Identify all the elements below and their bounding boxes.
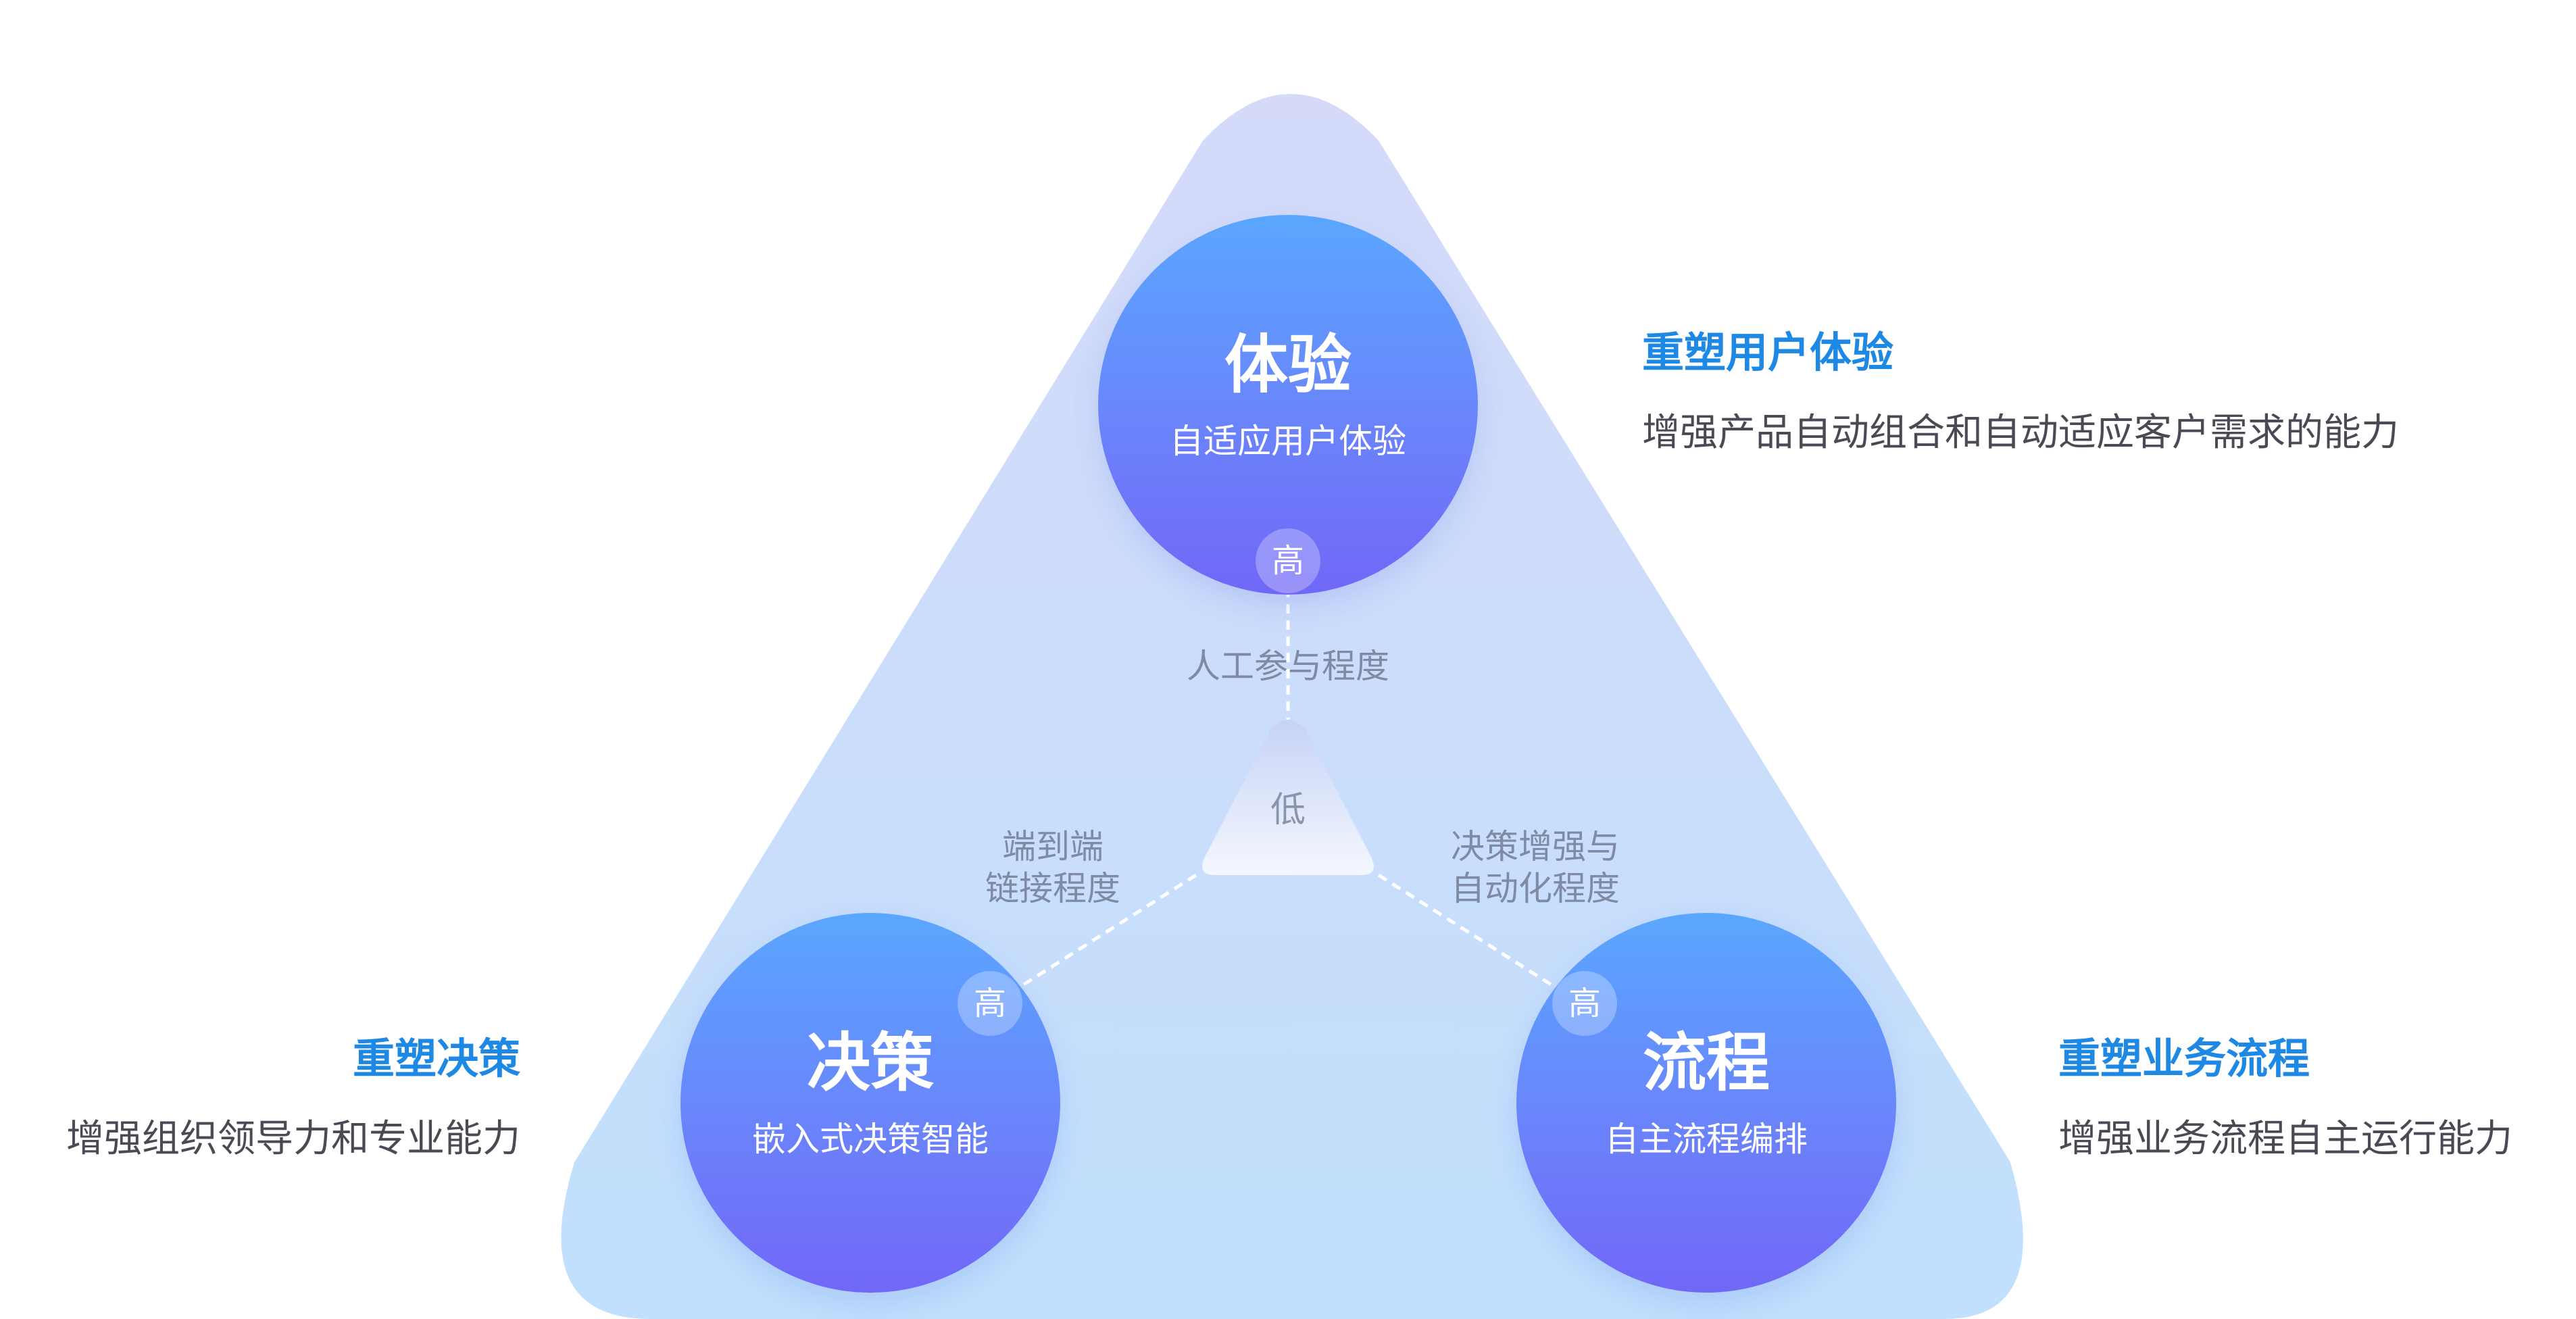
axis-label-end-to-end-line2: 链接程度 bbox=[985, 869, 1120, 908]
axis-label-decision-automation: 决策增强与 自动化程度 bbox=[1420, 826, 1650, 910]
center-low-label: 低 bbox=[1270, 790, 1306, 830]
node-process: 流程 自主流程编排 bbox=[1516, 913, 1896, 1293]
axis-label-end-to-end: 端到端 链接程度 bbox=[938, 826, 1168, 910]
node-experience-title: 体验 bbox=[1224, 328, 1352, 402]
annotation-decision-title: 重塑决策 bbox=[352, 1034, 520, 1083]
axis-label-decision-automation-line1: 决策增强与 bbox=[1451, 827, 1620, 866]
node-decision: 决策 嵌入式决策智能 bbox=[680, 913, 1060, 1293]
annotation-experience-title: 重塑用户体验 bbox=[1642, 328, 1894, 377]
node-process-subtitle: 自主流程编排 bbox=[1605, 1120, 1808, 1159]
node-decision-title: 决策 bbox=[806, 1026, 934, 1100]
axis-line-left bbox=[1019, 873, 1197, 989]
axis-label-decision-automation-line2: 自动化程度 bbox=[1451, 869, 1620, 908]
node-decision-badge: 高 bbox=[958, 971, 1022, 1036]
node-decision-subtitle: 嵌入式决策智能 bbox=[752, 1120, 989, 1159]
annotation-decision-desc: 增强组织领导力和专业能力 bbox=[66, 1117, 520, 1161]
node-process-badge: 高 bbox=[1552, 971, 1617, 1036]
node-experience: 体验 自适应用户体验 bbox=[1098, 215, 1478, 595]
axis-line-right bbox=[1377, 873, 1556, 989]
annotation-process-title: 重塑业务流程 bbox=[2058, 1034, 2310, 1083]
annotation-process: 重塑业务流程 增强业务流程自主运行能力 bbox=[2058, 1034, 2512, 1162]
axis-label-end-to-end-line1: 端到端 bbox=[1002, 827, 1104, 866]
annotation-decision: 重塑决策 增强组织领导力和专业能力 bbox=[0, 1034, 520, 1162]
center-triangle bbox=[1202, 720, 1374, 875]
axis-label-human-participation: 人工参与程度 bbox=[1187, 647, 1389, 686]
node-experience-subtitle: 自适应用户体验 bbox=[1170, 422, 1406, 461]
annotation-experience: 重塑用户体验 增强产品自动组合和自动适应客户需求的能力 bbox=[1642, 328, 2399, 456]
annotation-experience-desc: 增强产品自动组合和自动适应客户需求的能力 bbox=[1642, 411, 2399, 455]
annotation-process-desc: 增强业务流程自主运行能力 bbox=[2058, 1117, 2512, 1161]
node-process-title: 流程 bbox=[1642, 1026, 1770, 1100]
node-experience-badge: 高 bbox=[1256, 528, 1320, 593]
